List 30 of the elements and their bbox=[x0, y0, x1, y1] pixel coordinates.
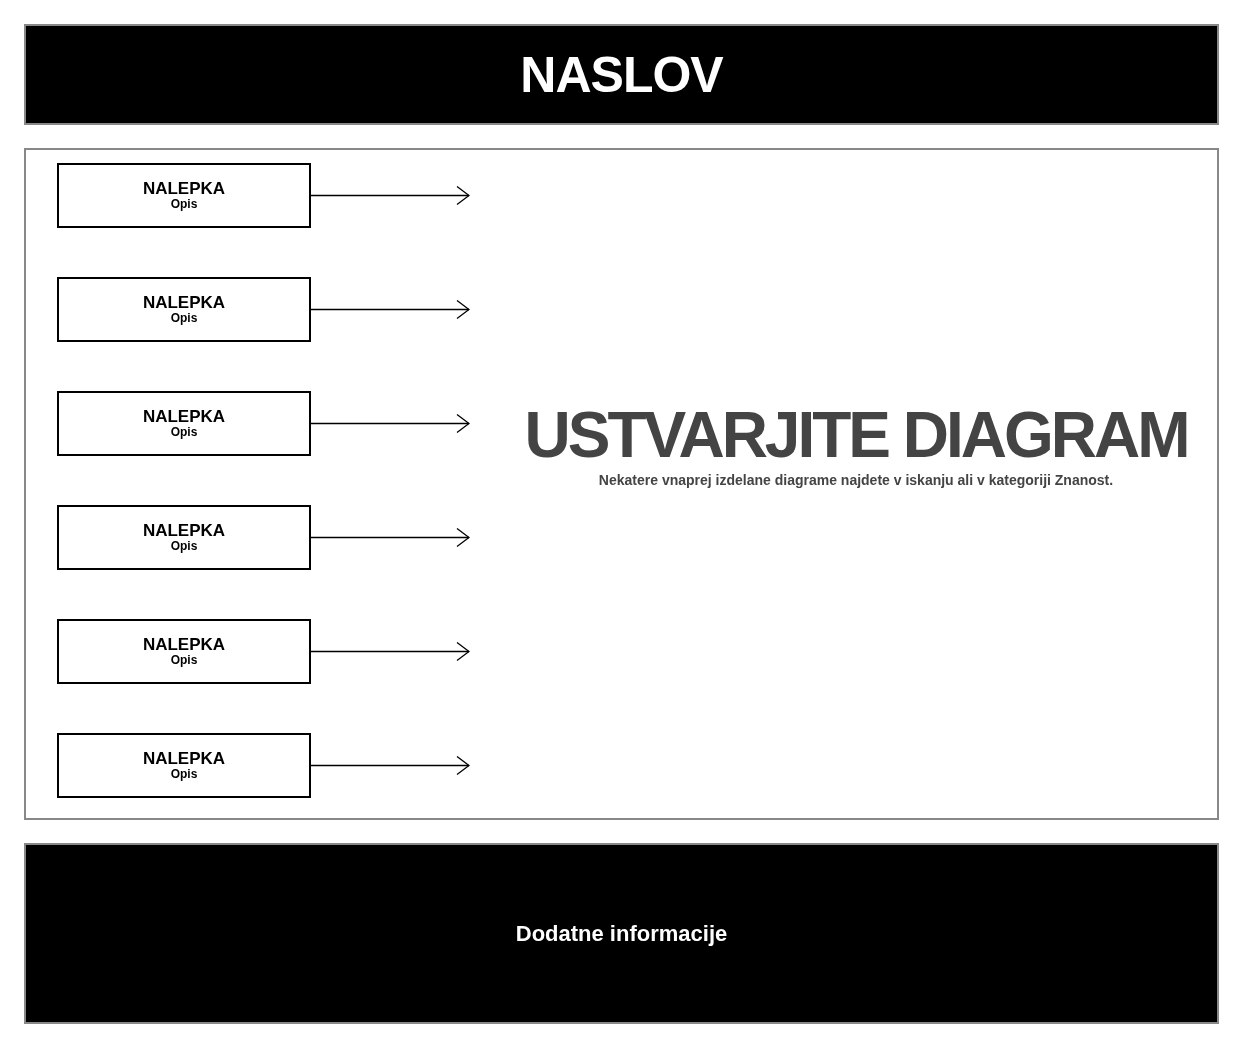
label-description: Opis bbox=[170, 312, 198, 326]
label-box bbox=[57, 505, 311, 570]
arrow bbox=[310, 527, 470, 548]
label-description: Opis bbox=[170, 540, 198, 554]
label-description: Opis bbox=[170, 768, 198, 782]
label-description: Opis bbox=[170, 654, 198, 668]
label-box bbox=[57, 619, 311, 684]
label-box bbox=[57, 277, 311, 342]
label-box bbox=[57, 391, 311, 456]
info-band bbox=[24, 843, 1219, 1024]
label-heading: NALEPKA bbox=[142, 521, 226, 541]
info-text: Dodatne informacije bbox=[515, 920, 728, 947]
label-heading: NALEPKA bbox=[142, 749, 226, 769]
arrow bbox=[310, 185, 470, 206]
label-heading: NALEPKA bbox=[142, 293, 226, 313]
arrow bbox=[310, 299, 470, 320]
label-description: Opis bbox=[170, 426, 198, 440]
label-box bbox=[57, 733, 311, 798]
subheading: Nekatere vnaprej izdelane diagrame najdete v iskanju ali v kategoriji Znanost. bbox=[598, 472, 1114, 489]
arrow bbox=[310, 755, 470, 776]
label-heading: NALEPKA bbox=[142, 407, 226, 427]
title: NASLOV bbox=[520, 45, 723, 104]
label-box bbox=[57, 163, 311, 228]
arrow bbox=[310, 641, 470, 662]
heading: USTVARJITE DIAGRAM bbox=[524, 400, 1188, 471]
label-description: Opis bbox=[170, 198, 198, 212]
label-heading: NALEPKA bbox=[142, 179, 226, 199]
diagram-panel bbox=[24, 148, 1219, 820]
label-heading: NALEPKA bbox=[142, 635, 226, 655]
arrow bbox=[310, 413, 470, 434]
